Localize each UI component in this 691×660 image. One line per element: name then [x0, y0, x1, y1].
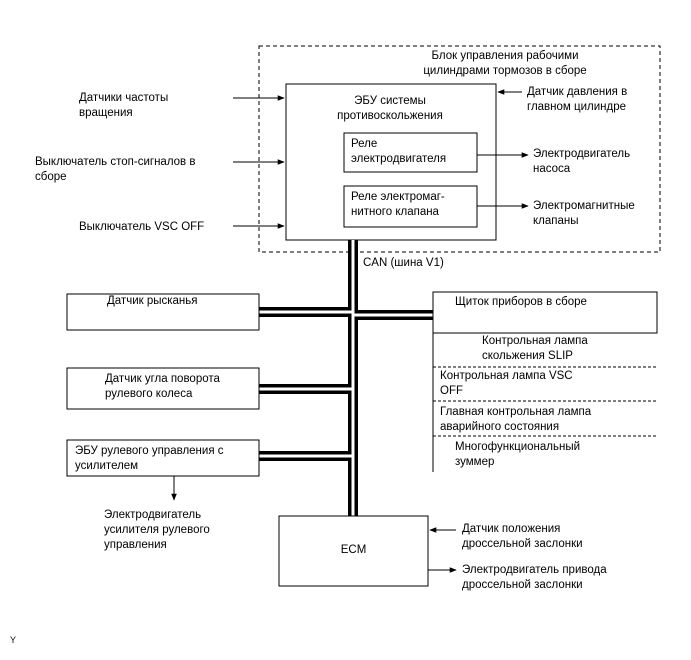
- can-bus-lines: [259, 240, 433, 516]
- solenoid-relay-box: [343, 185, 478, 228]
- motor-relay-box: [343, 132, 478, 173]
- cluster-box: [432, 291, 658, 334]
- corner-mark: Y: [10, 635, 17, 645]
- pump-motor-label: Электродвигатель насоса: [533, 148, 631, 175]
- master-cylinder-sensor-label: Датчик давления в главном цилиндре: [527, 86, 628, 113]
- ecm-box: [278, 515, 429, 587]
- master-warning-label: Главная контрольная лампа аварийного сос…: [440, 406, 592, 433]
- motor-relay-label: Реле электродвигателя: [351, 138, 447, 165]
- throttle-motor-label: Электродвигатель привода дроссельной зас…: [462, 564, 607, 591]
- yaw-sensor-label: Датчик рысканья: [107, 295, 198, 307]
- steering-sensor-label: Датчик угла поворота рулевого колеса: [105, 373, 220, 400]
- cluster-title: Щиток приборов в сборе: [455, 296, 587, 308]
- brake-actuator-block-border: [258, 45, 661, 253]
- solenoid-valves-label: Электромагнитные клапаны: [533, 200, 635, 227]
- brake-block-title: Блок управления рабочими цилиндрами торм…: [423, 50, 587, 77]
- eps-ecu-box: [66, 439, 260, 477]
- solenoid-relay-label: Реле электромаг- нитного клапана: [351, 191, 445, 218]
- ecm-label: ECM: [340, 544, 367, 556]
- eps-motor-label: Электродвигатель усилителя рулевого упра…: [104, 509, 210, 551]
- can-bus-label: CAN (шина V1): [363, 257, 444, 269]
- cluster-lamp-list-lines: [432, 333, 657, 472]
- steering-sensor-box: [66, 367, 260, 410]
- skid-ecu-label: ЭБУ системы противоскольжения: [337, 95, 443, 122]
- signal-arrows: [171, 89, 529, 573]
- eps-ecu-label: ЭБУ рулевого управления с усилителем: [75, 445, 224, 472]
- vsc-off-switch-label: Выключатель VSC OFF: [79, 221, 205, 233]
- buzzer-label: Многофункциональный зуммер: [455, 441, 581, 468]
- throttle-sensor-label: Датчик положения дроссельной заслонки: [462, 523, 583, 550]
- slip-lamp-label: Контрольная лампа скольжения SLIP: [482, 335, 588, 362]
- yaw-sensor-box: [66, 293, 260, 331]
- stop-switch-label: Выключатель стоп-сигналов в сборе: [35, 156, 196, 183]
- speed-sensors-label: Датчики частоты вращения: [79, 92, 169, 119]
- vsc-off-lamp-label: Контрольная лампа VSC OFF: [440, 370, 573, 397]
